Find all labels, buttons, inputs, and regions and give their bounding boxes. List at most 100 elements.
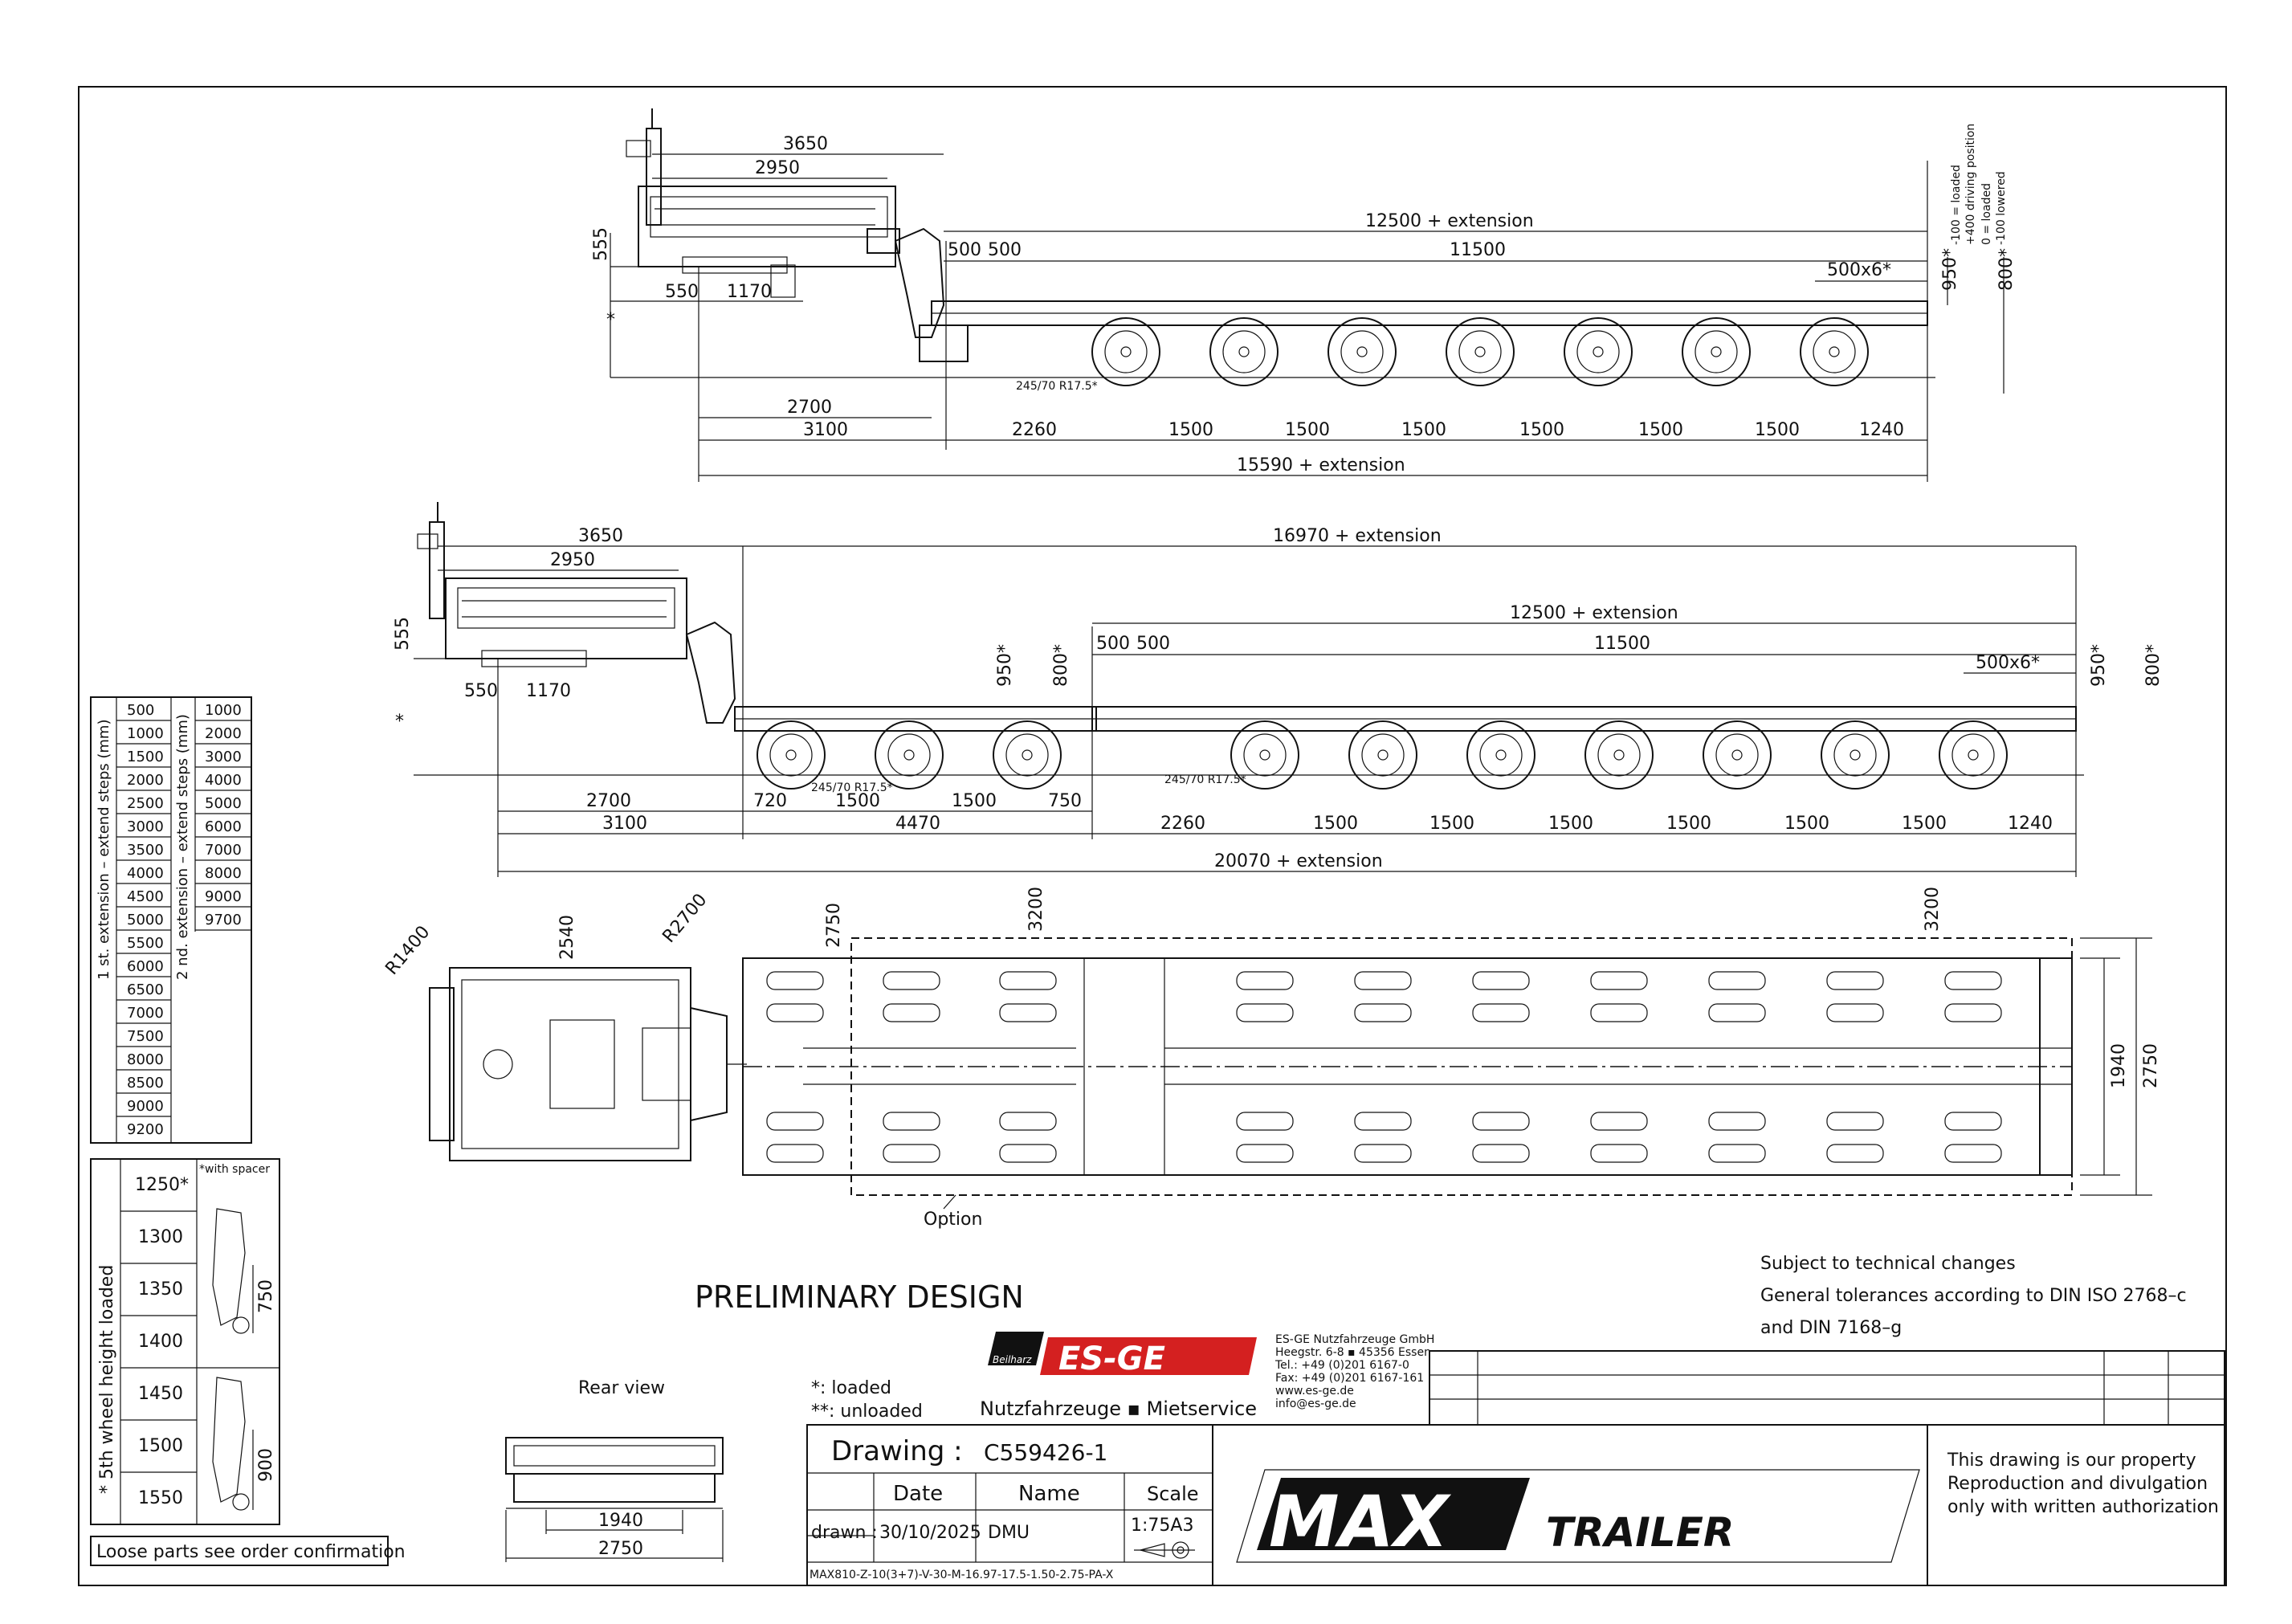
ext-c1-6: 3500 <box>127 842 164 859</box>
wheel-table-label: * 5th wheel height loaded <box>97 1265 117 1494</box>
wheel-d900: 900 <box>256 1448 276 1482</box>
address-1: Heegstr. 6-8 ▪ 45356 Essen <box>1275 1346 1431 1359</box>
v1-dim-555: 555 <box>591 227 611 261</box>
v1-bottom-0: 3100 <box>803 420 848 440</box>
plan-d2750a: 2750 <box>824 903 844 948</box>
v2-dim-500b: 500 <box>1136 634 1170 654</box>
name-header: Name <box>1018 1482 1080 1506</box>
note-1: Subject to technical changes <box>1760 1254 2016 1274</box>
v1-dim-500b: 500 <box>988 240 1022 260</box>
v2-dim-555: 555 <box>393 617 413 651</box>
drawn-label: drawn : <box>811 1523 878 1543</box>
ext-c2-3: 4000 <box>205 772 242 789</box>
v2-dim-2950: 2950 <box>550 550 595 570</box>
drawing-scale: 1:75A3 <box>1131 1516 1193 1536</box>
v1-dim-12500: 12500 + extension <box>1365 211 1534 231</box>
v2-row2-0: 3100 <box>602 814 647 834</box>
v1-bottom-6: 1500 <box>1638 420 1683 440</box>
rear-d2750: 2750 <box>598 1539 643 1559</box>
plan-d3200a: 3200 <box>1026 887 1046 932</box>
ext-label-2: 2 nd. extension – extend steps (mm) <box>174 714 191 980</box>
v2-row1-dims: 2700 720 1500 1500 750 <box>586 791 1082 811</box>
plan-d3200b: 3200 <box>1923 887 1943 932</box>
product-code: MAX810-Z-10(3+7)-V-30-M-16.97-17.5-1.50-… <box>810 1569 1114 1581</box>
v2-row2-6: 1500 <box>1666 814 1711 834</box>
v2-dim-500x6: 500x6* <box>1976 653 2040 673</box>
v2-row2-2: 2260 <box>1160 814 1205 834</box>
v2-row2-5: 1500 <box>1548 814 1593 834</box>
v2-dim-12500: 12500 + extension <box>1510 603 1678 623</box>
gooseneck-2 <box>414 502 736 724</box>
v2-dim-950a: 950* <box>995 644 1015 687</box>
legend-loaded: *: loaded <box>811 1378 891 1398</box>
preliminary-design: PRELIMINARY DESIGN <box>695 1279 1024 1315</box>
ext-c2-7: 8000 <box>205 865 242 882</box>
address-3: Fax: +49 (0)201 6167-161 <box>1275 1372 1424 1385</box>
rear-view-label: Rear view <box>578 1378 665 1398</box>
loose-parts-box <box>90 1536 389 1566</box>
v1-tire: 245/70 R17.5* <box>1016 380 1098 393</box>
coupling-sketch-1 <box>212 1208 246 1326</box>
v1-dim-800: 800* <box>1996 248 2017 291</box>
v2-row1-0: 2700 <box>586 791 631 811</box>
wheel-h-5: 1500 <box>138 1436 183 1456</box>
v1-dim-3650: 3650 <box>783 134 828 154</box>
plan-view: R1400 2540 R2700 2750 3200 3200 1940 275… <box>381 887 2161 1230</box>
title-block: Drawing : C559426-1 Date Name Scale draw… <box>806 1424 2225 1586</box>
property-2: Reproduction and divulgation <box>1947 1474 2208 1494</box>
plan-tires <box>766 971 2002 1163</box>
rear-d1940: 1940 <box>598 1511 643 1531</box>
v2-dim-3650: 3650 <box>578 526 623 546</box>
v1-total: 15590 + extension <box>1237 455 1405 475</box>
wheel-h-2: 1350 <box>138 1279 183 1300</box>
wheel-d750: 750 <box>256 1279 276 1313</box>
v1-dim-1170: 1170 <box>727 282 772 302</box>
drawn-name: DMU <box>988 1523 1030 1543</box>
ext-c1-9: 5000 <box>127 912 164 928</box>
rear-view: Rear view 1940 2750 <box>505 1378 724 1562</box>
v1-bottom-1: 2260 <box>1012 420 1057 440</box>
ext-c1-10: 5500 <box>127 935 164 952</box>
esge-logo: Beilharz ES-GE Nutzfahrzeuge ▪ Mietservi… <box>980 1332 1257 1420</box>
ext-c1-13: 7000 <box>127 1005 164 1022</box>
wheels-view-1 <box>1091 317 1869 386</box>
scale-header: Scale <box>1147 1483 1199 1505</box>
v2-row2-dims: 3100 4470 2260 1500 1500 1500 1500 1500 … <box>602 814 2053 834</box>
v1-dim-500x6: 500x6* <box>1827 260 1891 280</box>
v1-vnote-r1: 0 = loaded <box>1980 183 1993 245</box>
ext-c1-8: 4500 <box>127 888 164 905</box>
v2-row2-1: 4470 <box>895 814 940 834</box>
v2-dim-11500: 11500 <box>1594 634 1650 654</box>
ext-c1-4: 2500 <box>127 795 164 812</box>
v1-bottom-8: 1240 <box>1859 420 1904 440</box>
date-header: Date <box>893 1482 943 1506</box>
ext-c1-0: 500 <box>127 702 154 719</box>
note-2: General tolerances according to DIN ISO … <box>1760 1286 2187 1306</box>
ext-c1-12: 6500 <box>127 981 164 998</box>
v2-row1-3: 1500 <box>952 791 997 811</box>
brand-trailer: TRAILER <box>1546 1509 1734 1556</box>
esge-name: ES-GE <box>1058 1340 1165 1377</box>
loose-parts-text: Loose parts see order confirmation <box>96 1542 406 1562</box>
drawing-label: Drawing : <box>831 1435 963 1467</box>
ext-c1-1: 1000 <box>127 725 164 742</box>
v2-tire-1: 245/70 R17.5* <box>811 781 893 794</box>
esge-tag: Beilharz <box>993 1354 1032 1365</box>
plan-d1940: 1940 <box>2109 1043 2129 1088</box>
ext-c2-8: 9000 <box>205 888 242 905</box>
ext-c2-4: 5000 <box>205 795 242 812</box>
address-0: ES-GE Nutzfahrzeuge GmbH <box>1275 1333 1434 1346</box>
v1-bottom-dims: 3100 2260 1500 1500 1500 1500 1500 1500 … <box>803 420 1904 440</box>
v1-vnote-l1: -100 = loaded <box>1950 165 1963 245</box>
v2-dim-800b: 800* <box>2143 644 2164 687</box>
wheel-h-3: 1400 <box>138 1332 183 1352</box>
brand-max: MAX <box>1269 1480 1452 1563</box>
v2-star: * <box>395 712 404 732</box>
ext-c2-1: 2000 <box>205 725 242 742</box>
gooseneck-1 <box>610 108 945 338</box>
wheel-h-0: 1250* <box>135 1175 189 1195</box>
v2-row1-1: 720 <box>753 791 787 811</box>
v2-row1-2: 1500 <box>835 791 880 811</box>
ext-c1-11: 6000 <box>127 958 164 975</box>
v2-dim-1170: 1170 <box>526 681 571 701</box>
